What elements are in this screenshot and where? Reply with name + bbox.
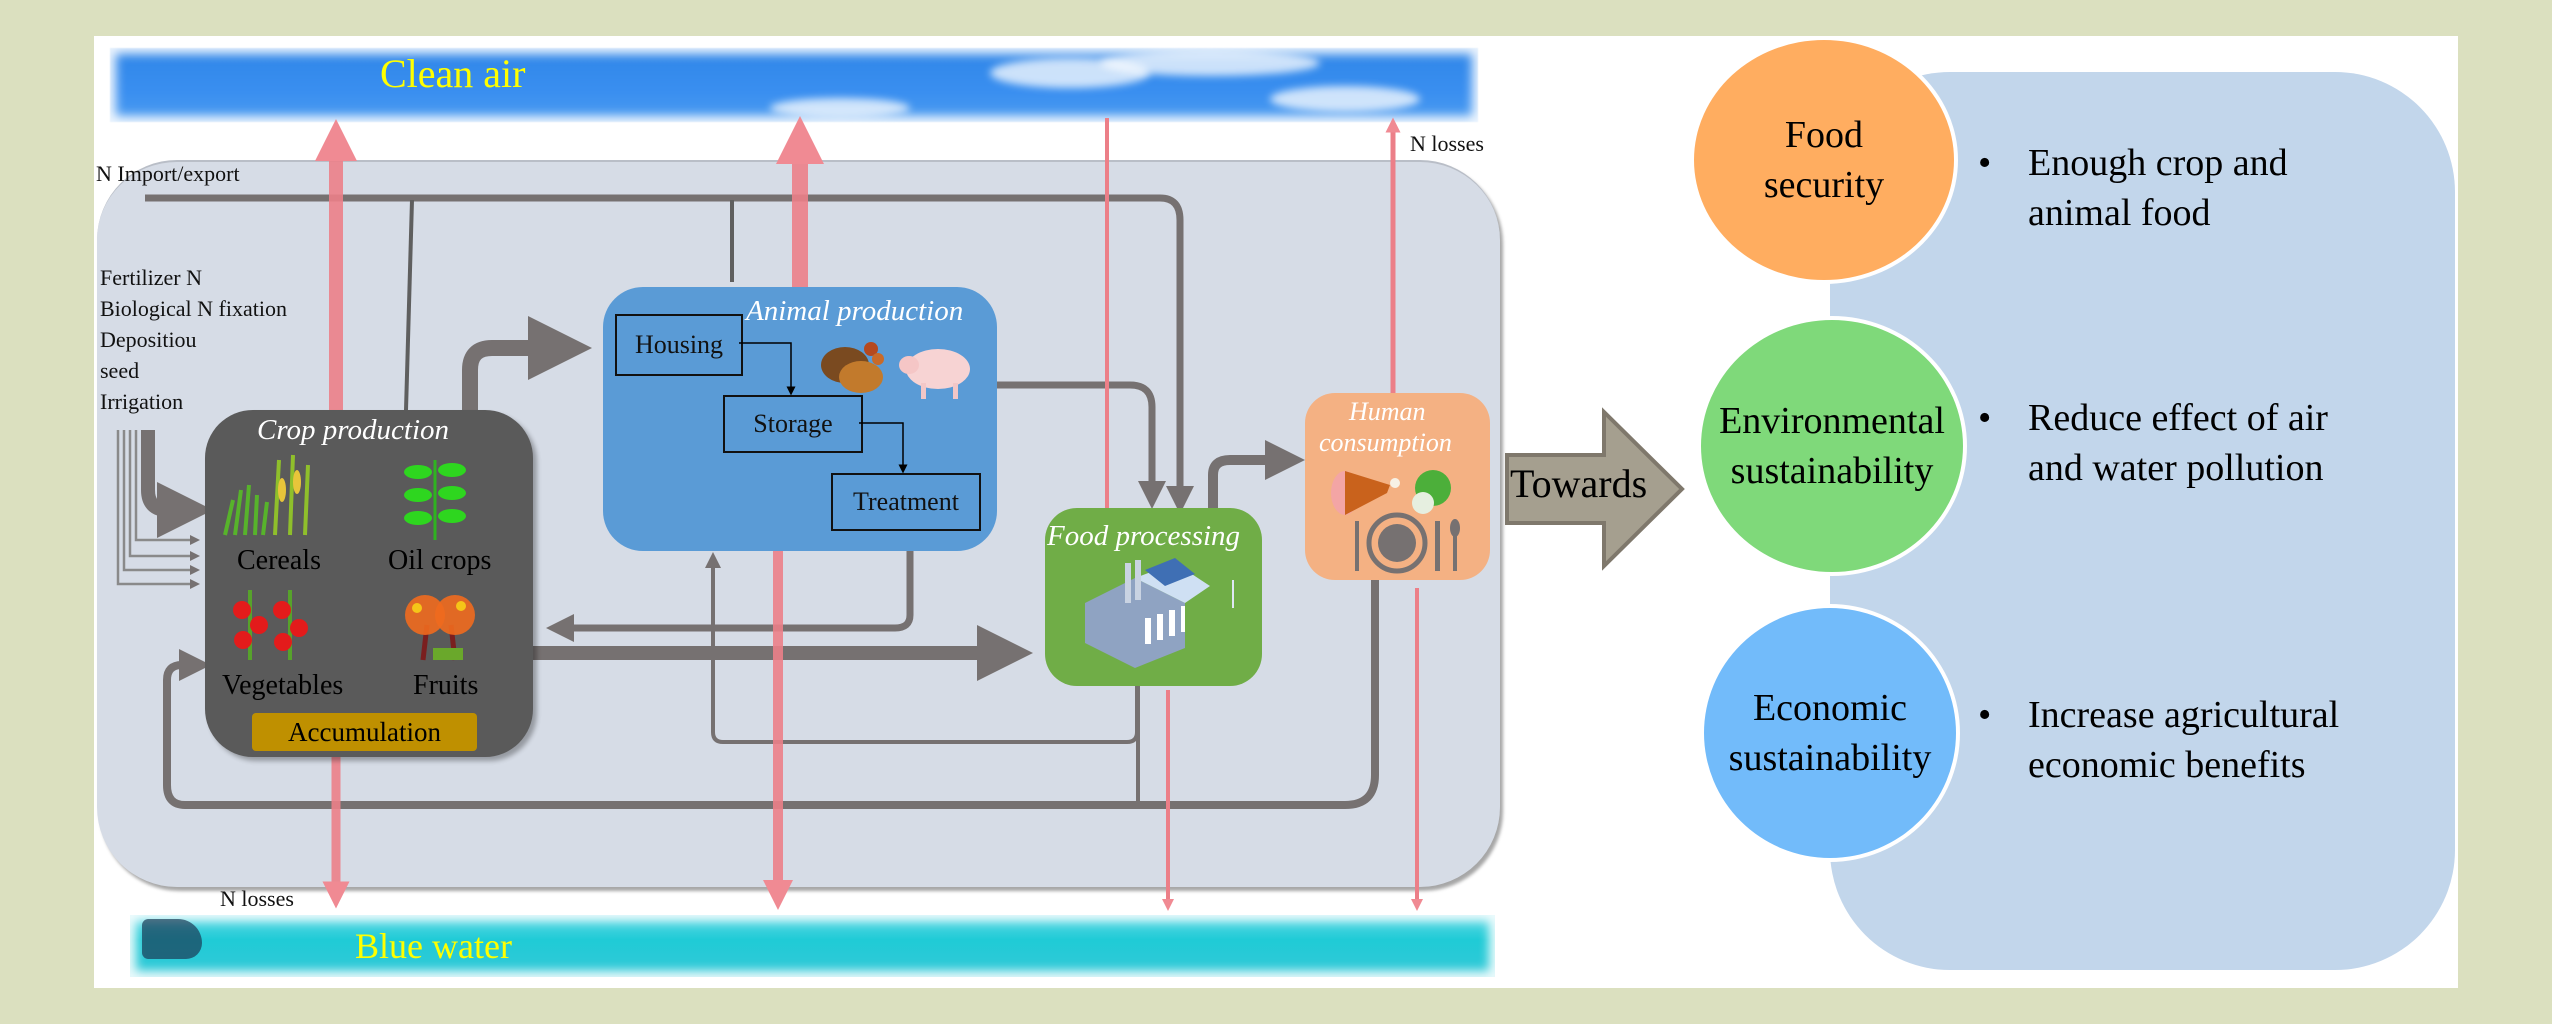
bullet-icon: • bbox=[1978, 142, 1992, 184]
blue-water-label: Blue water bbox=[355, 926, 512, 966]
clean-air-label: Clean air bbox=[380, 51, 526, 96]
pig-icon bbox=[899, 349, 970, 399]
meal-icons bbox=[1331, 470, 1460, 574]
goal-bullet-food-security: • Enough crop and animal food bbox=[1978, 138, 2288, 238]
input-biological-fixation: Biological N fixation bbox=[100, 296, 287, 321]
import-export-flow bbox=[145, 194, 1194, 514]
goal-bullet-environmental: • Reduce effect of air and water polluti… bbox=[1978, 393, 2328, 493]
plate-cutlery-icon bbox=[1355, 512, 1460, 574]
cloud-icon bbox=[770, 98, 910, 118]
bullet-text: animal food bbox=[2028, 192, 2211, 234]
goal-environmental-sustainability: Environmental sustainability bbox=[1697, 316, 1967, 576]
input-fertilizer: Fertilizer N bbox=[100, 265, 203, 290]
bullet-text: Reduce effect of air bbox=[2028, 397, 2328, 439]
manure-return-flow bbox=[546, 551, 914, 642]
boat-icon bbox=[142, 919, 202, 959]
crop-icons bbox=[223, 454, 475, 661]
crop-production-box: Crop production Cereals bbox=[205, 410, 533, 757]
oil-crops-label: Oil crops bbox=[388, 545, 492, 576]
human-consumption-box: Human consumption bbox=[1305, 393, 1490, 580]
bullet-icon: • bbox=[1978, 694, 1992, 736]
animal-production-box: Animal production Housing Storage Treatm… bbox=[603, 287, 997, 551]
goal-title: Food bbox=[1784, 114, 1864, 156]
factory-icon bbox=[1085, 558, 1234, 668]
cloud-icon bbox=[1270, 86, 1420, 112]
goal-food-security: Food security bbox=[1690, 36, 1958, 284]
cereals-icon bbox=[223, 454, 310, 536]
accumulation-label: Accumulation bbox=[252, 713, 477, 751]
blue-water-band bbox=[130, 915, 1495, 977]
animal-production-title: Animal production bbox=[746, 295, 964, 327]
treatment-stage: Treatment bbox=[831, 473, 981, 531]
cloud-icon bbox=[1100, 50, 1320, 76]
goal-title: sustainability bbox=[1730, 450, 1934, 492]
animal-stage-arrows bbox=[739, 342, 970, 474]
fruits-label: Fruits bbox=[413, 670, 479, 701]
food-processing-title: Food processing bbox=[1047, 520, 1241, 552]
goal-title: Environmental bbox=[1719, 400, 1945, 442]
input-irrigation: Irrigation bbox=[100, 389, 184, 414]
n-losses-top-label: N losses bbox=[1410, 131, 1484, 156]
goal-title: sustainability bbox=[1728, 737, 1932, 779]
towards-label: Towards bbox=[1510, 461, 1648, 506]
human-waste-return-flow bbox=[163, 580, 1379, 809]
input-list: Fertilizer N Biological N fixation Depos… bbox=[100, 262, 287, 417]
goal-title: security bbox=[1763, 164, 1885, 206]
vegetables-icon bbox=[233, 590, 308, 660]
fruits-icon bbox=[405, 595, 475, 661]
input-deposition: Depositiou bbox=[100, 327, 197, 352]
n-import-export-label: N Import/export bbox=[96, 161, 240, 186]
input-flow bbox=[134, 430, 200, 545]
bullet-text: Enough crop and bbox=[2028, 142, 2288, 184]
clean-air-sky-band bbox=[110, 48, 1478, 122]
input-seed: seed bbox=[100, 358, 140, 383]
bullet-icon: • bbox=[1978, 397, 1992, 439]
housing-stage: Housing bbox=[615, 314, 743, 376]
human-consumption-title-line2: consumption bbox=[1319, 428, 1452, 457]
bullet-text: economic benefits bbox=[2028, 744, 2306, 786]
crop-to-animal-flow bbox=[462, 316, 592, 410]
input-flow bbox=[128, 430, 200, 561]
goal-title: Economic bbox=[1752, 687, 1908, 729]
import-export-branch bbox=[404, 199, 414, 411]
goal-economic-sustainability: Economic sustainability bbox=[1700, 604, 1960, 862]
n-losses-bottom-label: N losses bbox=[220, 886, 294, 911]
input-flow bbox=[122, 430, 200, 575]
crop-production-title: Crop production bbox=[257, 414, 449, 446]
storage-stage: Storage bbox=[723, 395, 863, 453]
animal-to-processing-flow bbox=[997, 381, 1166, 509]
oil-crops-icon bbox=[404, 460, 466, 540]
cereals-label: Cereals bbox=[237, 545, 321, 576]
input-flow bbox=[116, 430, 200, 589]
chicken-icon bbox=[821, 342, 884, 393]
vegetables-label: Vegetables bbox=[222, 670, 344, 701]
human-consumption-title-line1: Human bbox=[1349, 397, 1426, 426]
goal-bullet-economic: • Increase agricultural economic benefit… bbox=[1978, 690, 2340, 790]
input-flow-main bbox=[141, 430, 213, 538]
vegetable-icon bbox=[1412, 470, 1451, 514]
bullet-text: Increase agricultural bbox=[2028, 694, 2340, 736]
bullet-text: and water pollution bbox=[2028, 447, 2324, 489]
ham-icon bbox=[1331, 471, 1400, 515]
processing-to-human-flow bbox=[1208, 440, 1305, 508]
food-processing-box: Food processing bbox=[1045, 508, 1262, 686]
